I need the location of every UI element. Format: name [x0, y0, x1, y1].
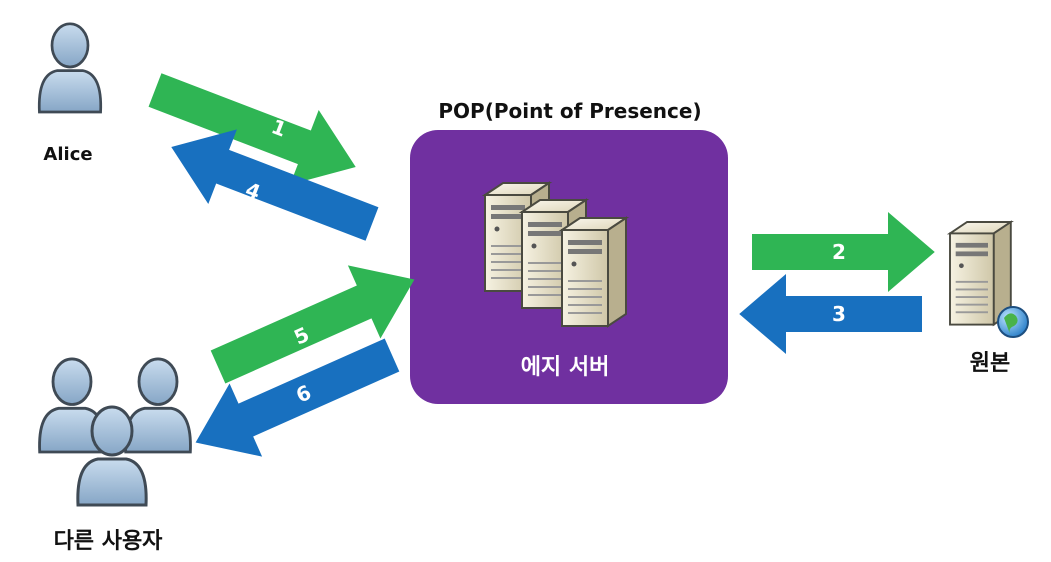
- pop-title: POP(Point of Presence): [438, 99, 701, 123]
- arrow-3-number: 3: [832, 302, 846, 326]
- arrow-2-number: 2: [832, 240, 846, 264]
- other-users-group-icon: [38, 357, 192, 507]
- alice-user-icon: [37, 22, 103, 114]
- origin-server-icon: [949, 221, 1012, 326]
- origin-label: 원본: [970, 351, 1010, 376]
- edge-server-label: 에지 서버: [521, 355, 610, 380]
- other-users-label: 다른 사용자: [54, 529, 164, 554]
- globe-icon: [997, 306, 1029, 338]
- alice-label: Alice: [43, 144, 92, 165]
